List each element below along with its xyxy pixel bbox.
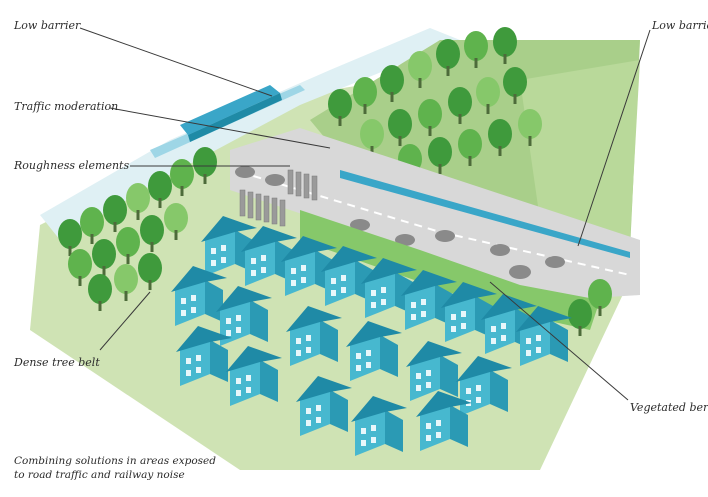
road-center-line — [239, 171, 631, 276]
label-dense-tree-belt: Dense tree belt — [14, 356, 100, 369]
label-roughness-elements: Roughness elements — [14, 159, 130, 172]
park-field — [520, 60, 640, 240]
cars — [235, 166, 565, 279]
caption-line-1: Combining solutions in areas exposed — [14, 455, 216, 467]
label-traffic-moderation: Traffic moderation — [14, 100, 119, 113]
road-noise-barrier — [340, 170, 630, 258]
roughness-elements — [239, 169, 318, 227]
train — [180, 85, 282, 142]
vegetated-berm — [300, 210, 600, 330]
caption-line-2: to road traffic and railway noise — [14, 469, 185, 481]
label-low-barrier-left: Low barrier — [14, 19, 81, 32]
figure-caption: Combining solutions in areas exposed to … — [14, 454, 216, 482]
label-vegetated-berm: Vegetated berm — [630, 401, 708, 414]
label-low-barrier-right: Low barrier — [652, 19, 708, 32]
leader-lines — [79, 27, 651, 401]
road — [230, 128, 640, 300]
